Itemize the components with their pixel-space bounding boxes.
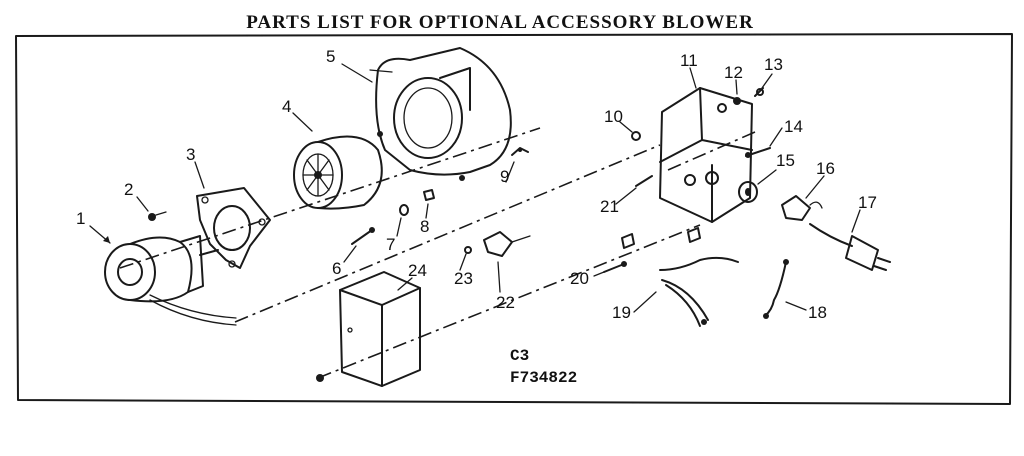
callout-4: 4	[282, 97, 291, 116]
callout-16: 16	[816, 159, 835, 178]
callout-23: 23	[454, 269, 473, 288]
nut-part-10	[631, 131, 641, 141]
power-cord-plug	[809, 223, 891, 271]
callout-18: 18	[808, 303, 827, 322]
callout-22: 22	[496, 293, 515, 312]
wire-lead-part-18	[763, 259, 789, 319]
screw-part-13	[754, 87, 764, 97]
nut-part-8	[423, 189, 435, 201]
callout-11: 11	[680, 51, 698, 70]
callout-13: 13	[764, 55, 783, 74]
axis-line-lower	[234, 144, 661, 323]
motor	[104, 235, 237, 326]
diagram-border	[15, 33, 1013, 405]
strain-relief-part-16	[781, 195, 823, 221]
callout-1: 1	[76, 209, 85, 228]
screw-part-2	[148, 211, 167, 221]
junction-box	[659, 87, 753, 223]
screw-part-14	[745, 147, 771, 158]
screw-part-20	[603, 261, 627, 273]
mounting-plate	[196, 187, 271, 269]
wire-harness-part-19	[659, 256, 739, 327]
callout-21: 21	[600, 197, 619, 216]
screw-part-6	[351, 227, 375, 245]
callout-17: 17	[858, 193, 877, 212]
drawing-number: F734822	[510, 369, 577, 387]
connector-pins	[621, 227, 701, 249]
screw-part-23	[464, 246, 472, 254]
switch-part-22	[483, 231, 531, 257]
callout-9: 9	[500, 167, 509, 186]
section-code: C3	[510, 347, 529, 365]
clip-part-9	[511, 147, 529, 156]
callout-20: 20	[570, 269, 589, 288]
callout-2: 2	[124, 180, 133, 199]
washer-part-7	[399, 204, 409, 216]
callout-12: 12	[724, 63, 743, 82]
callout-14: 14	[784, 117, 803, 136]
blower-housing	[369, 47, 512, 181]
callout-8: 8	[420, 217, 429, 236]
callout-24: 24	[408, 261, 427, 280]
leader-lines	[89, 63, 861, 313]
bushing-part-15	[738, 181, 758, 203]
callout-10: 10	[604, 107, 623, 126]
blower-wheel	[293, 135, 383, 210]
callout-7: 7	[386, 235, 395, 254]
callout-19: 19	[612, 303, 631, 322]
callout-5: 5	[326, 47, 335, 66]
diagram-title: PARTS LIST FOR OPTIONAL ACCESSORY BLOWER	[246, 12, 754, 33]
callout-6: 6	[332, 259, 341, 278]
nut-part-12	[733, 97, 741, 105]
cover-part-24	[316, 271, 421, 387]
callout-15: 15	[776, 151, 795, 170]
axis-line-main	[119, 127, 541, 269]
callout-3: 3	[186, 145, 195, 164]
axis-line-box	[667, 131, 756, 171]
screw-part-21	[635, 175, 653, 187]
